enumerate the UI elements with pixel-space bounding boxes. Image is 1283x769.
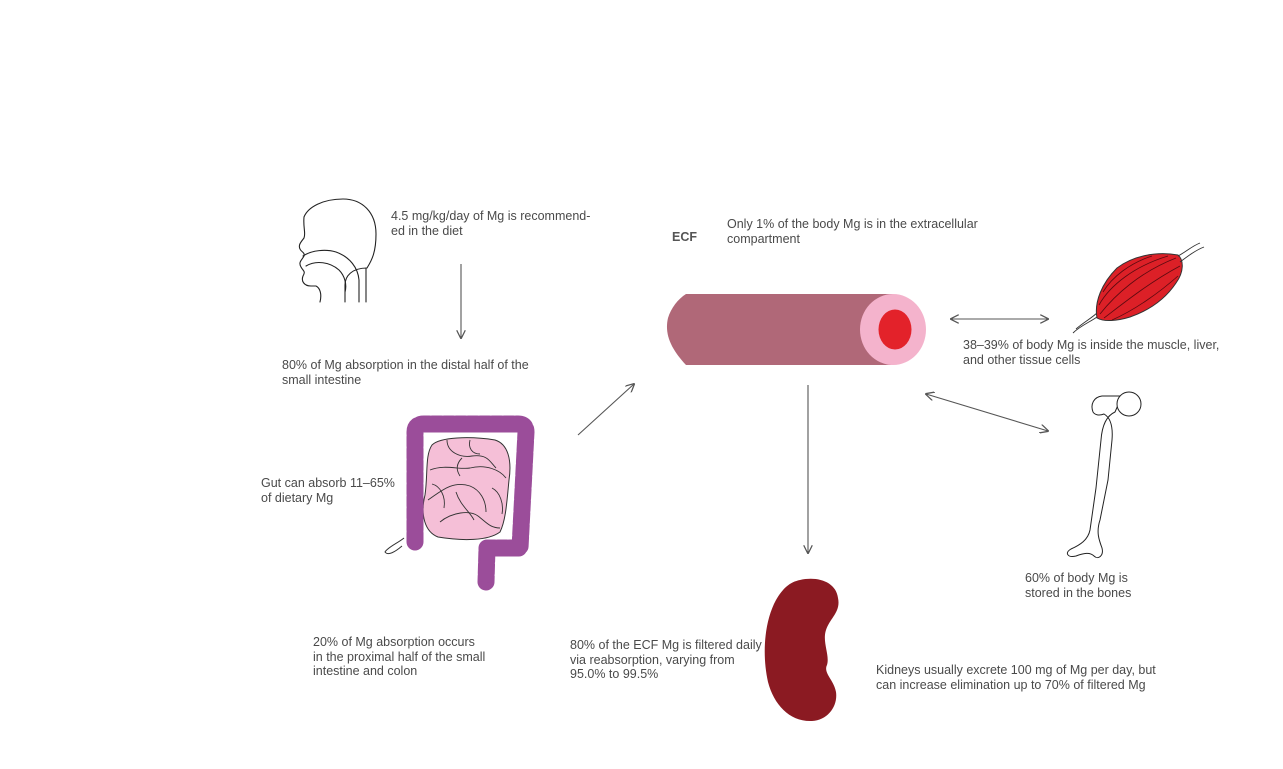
arrow-intestine-to-ecf: [577, 384, 634, 436]
ecf-tag: ECF: [672, 230, 697, 244]
kidney-icon: [764, 578, 839, 722]
proximal-absorption-label: 20% of Mg absorption occurs in the proxi…: [313, 635, 486, 678]
muscle-icon: [1072, 242, 1205, 334]
filtered-label: 80% of the ECF Mg is filtered daily via …: [570, 638, 762, 681]
bone-icon: [1066, 391, 1142, 559]
muscle-label: 38–39% of body Mg is inside the muscle, …: [963, 338, 1220, 367]
blood-vessel-icon: [666, 294, 926, 365]
kidney-excretion-label: Kidneys usually excrete 100 mg of Mg per…: [876, 663, 1156, 692]
arrow-ecf-bone: [926, 394, 1048, 431]
gut-absorption-label: Gut can absorb 11–65% of dietary Mg: [261, 476, 395, 505]
bone-label: 60% of body Mg is stored in the bones: [1025, 571, 1132, 600]
diet-label: 4.5 mg/kg/day of Mg is recommend- ed in …: [391, 209, 591, 238]
ecf-label: Only 1% of the body Mg is in the extrace…: [727, 217, 978, 246]
distal-absorption-label: 80% of Mg absorption in the distal half …: [282, 358, 529, 387]
intestine-icon: [384, 415, 535, 591]
head-icon: [298, 198, 377, 303]
